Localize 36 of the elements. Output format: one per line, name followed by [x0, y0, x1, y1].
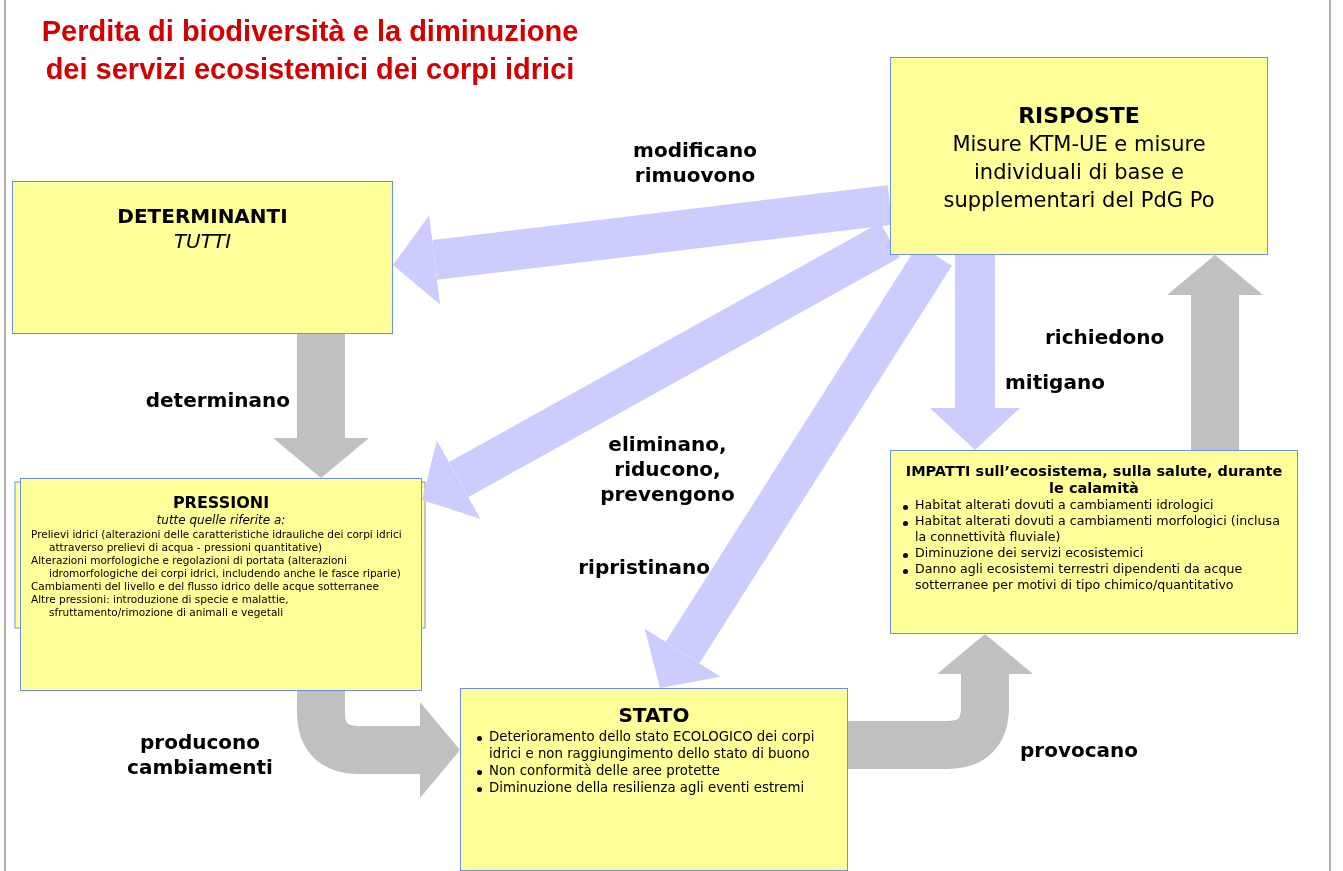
- diagram-title: Perdita di biodiversità e la diminuzione dei servizi ecosistemici dei corpi idrici: [40, 14, 580, 87]
- process-box: [890, 450, 1298, 634]
- list-item: Diminuzione della resilienza agli eventi estremi: [473, 779, 835, 796]
- edge-label: producono cambiamenti: [126, 730, 274, 780]
- edge-label: ripristinano: [577, 555, 710, 580]
- list-item: Altre pressioni: introduzione di specie e malattie, sfruttamento/rimozione di animali e vegetali: [31, 593, 290, 619]
- box-heading: RISPOSTE: [1017, 102, 1141, 130]
- box-heading: DETERMINANTI: [116, 204, 289, 229]
- list-item: Diminuzione dei servizi ecosistemici: [899, 545, 1289, 561]
- edge-label: richiedono: [1045, 325, 1166, 350]
- box-subtitle: TUTTI: [172, 229, 233, 254]
- edge-label: determinano: [144, 388, 290, 413]
- edge-label: mitigano: [1005, 370, 1106, 395]
- box-text: Misure KTM-UE e misure individuali di base e supplementari del PdG Po: [942, 131, 1216, 214]
- edge-label: provocano: [1020, 738, 1140, 763]
- box-subtitle: tutte quelle riferite a:: [155, 513, 287, 528]
- process-box: [460, 688, 848, 871]
- process-box: [890, 57, 1268, 255]
- list-item: Habitat alterati dovuti a cambiamenti idrologici: [899, 497, 1289, 513]
- edge-label: modificano rimuovono: [632, 138, 758, 188]
- list-item: Deterioramento dello stato ECOLOGICO dei corpi idrici e non raggiungimento dello stato di buono: [473, 728, 835, 762]
- box-heading: IMPATTI sull’ecosistema, sulla salute, durante le calamità: [904, 463, 1284, 497]
- process-box: [12, 181, 393, 334]
- list-item: Habitat alterati dovuti a cambiamenti morfologici (inclusa la connettività fluviale): [899, 513, 1289, 545]
- list-item: Non conformità delle aree protette: [473, 762, 835, 779]
- edge-label: eliminano, riducono, prevengono: [599, 432, 736, 507]
- list-item: Prelievi idrici (alterazioni delle caratteristiche idrauliche dei corpi idrici attraverso prelievi di acqua - pressioni quantitative): [31, 528, 403, 554]
- block-arrow: [1167, 255, 1263, 450]
- list-item: Alterazioni morfologiche e regolazioni di portata (alterazioni idromorfologiche dei corpi idrici, includendo anche le fasce riparie): [31, 554, 402, 580]
- block-arrow: [930, 255, 1020, 450]
- process-box: [20, 478, 422, 691]
- box-heading: STATO: [617, 703, 691, 728]
- block-arrow: [273, 334, 369, 478]
- list-item: Danno agli ecosistemi terrestri dipendenti da acque sotterranee per motivi di tipo chimico/quantitativo: [899, 561, 1289, 593]
- box-heading: PRESSIONI: [171, 493, 271, 513]
- list-item: Cambiamenti del livello e del flusso idrico delle acque sotterranee: [31, 580, 380, 593]
